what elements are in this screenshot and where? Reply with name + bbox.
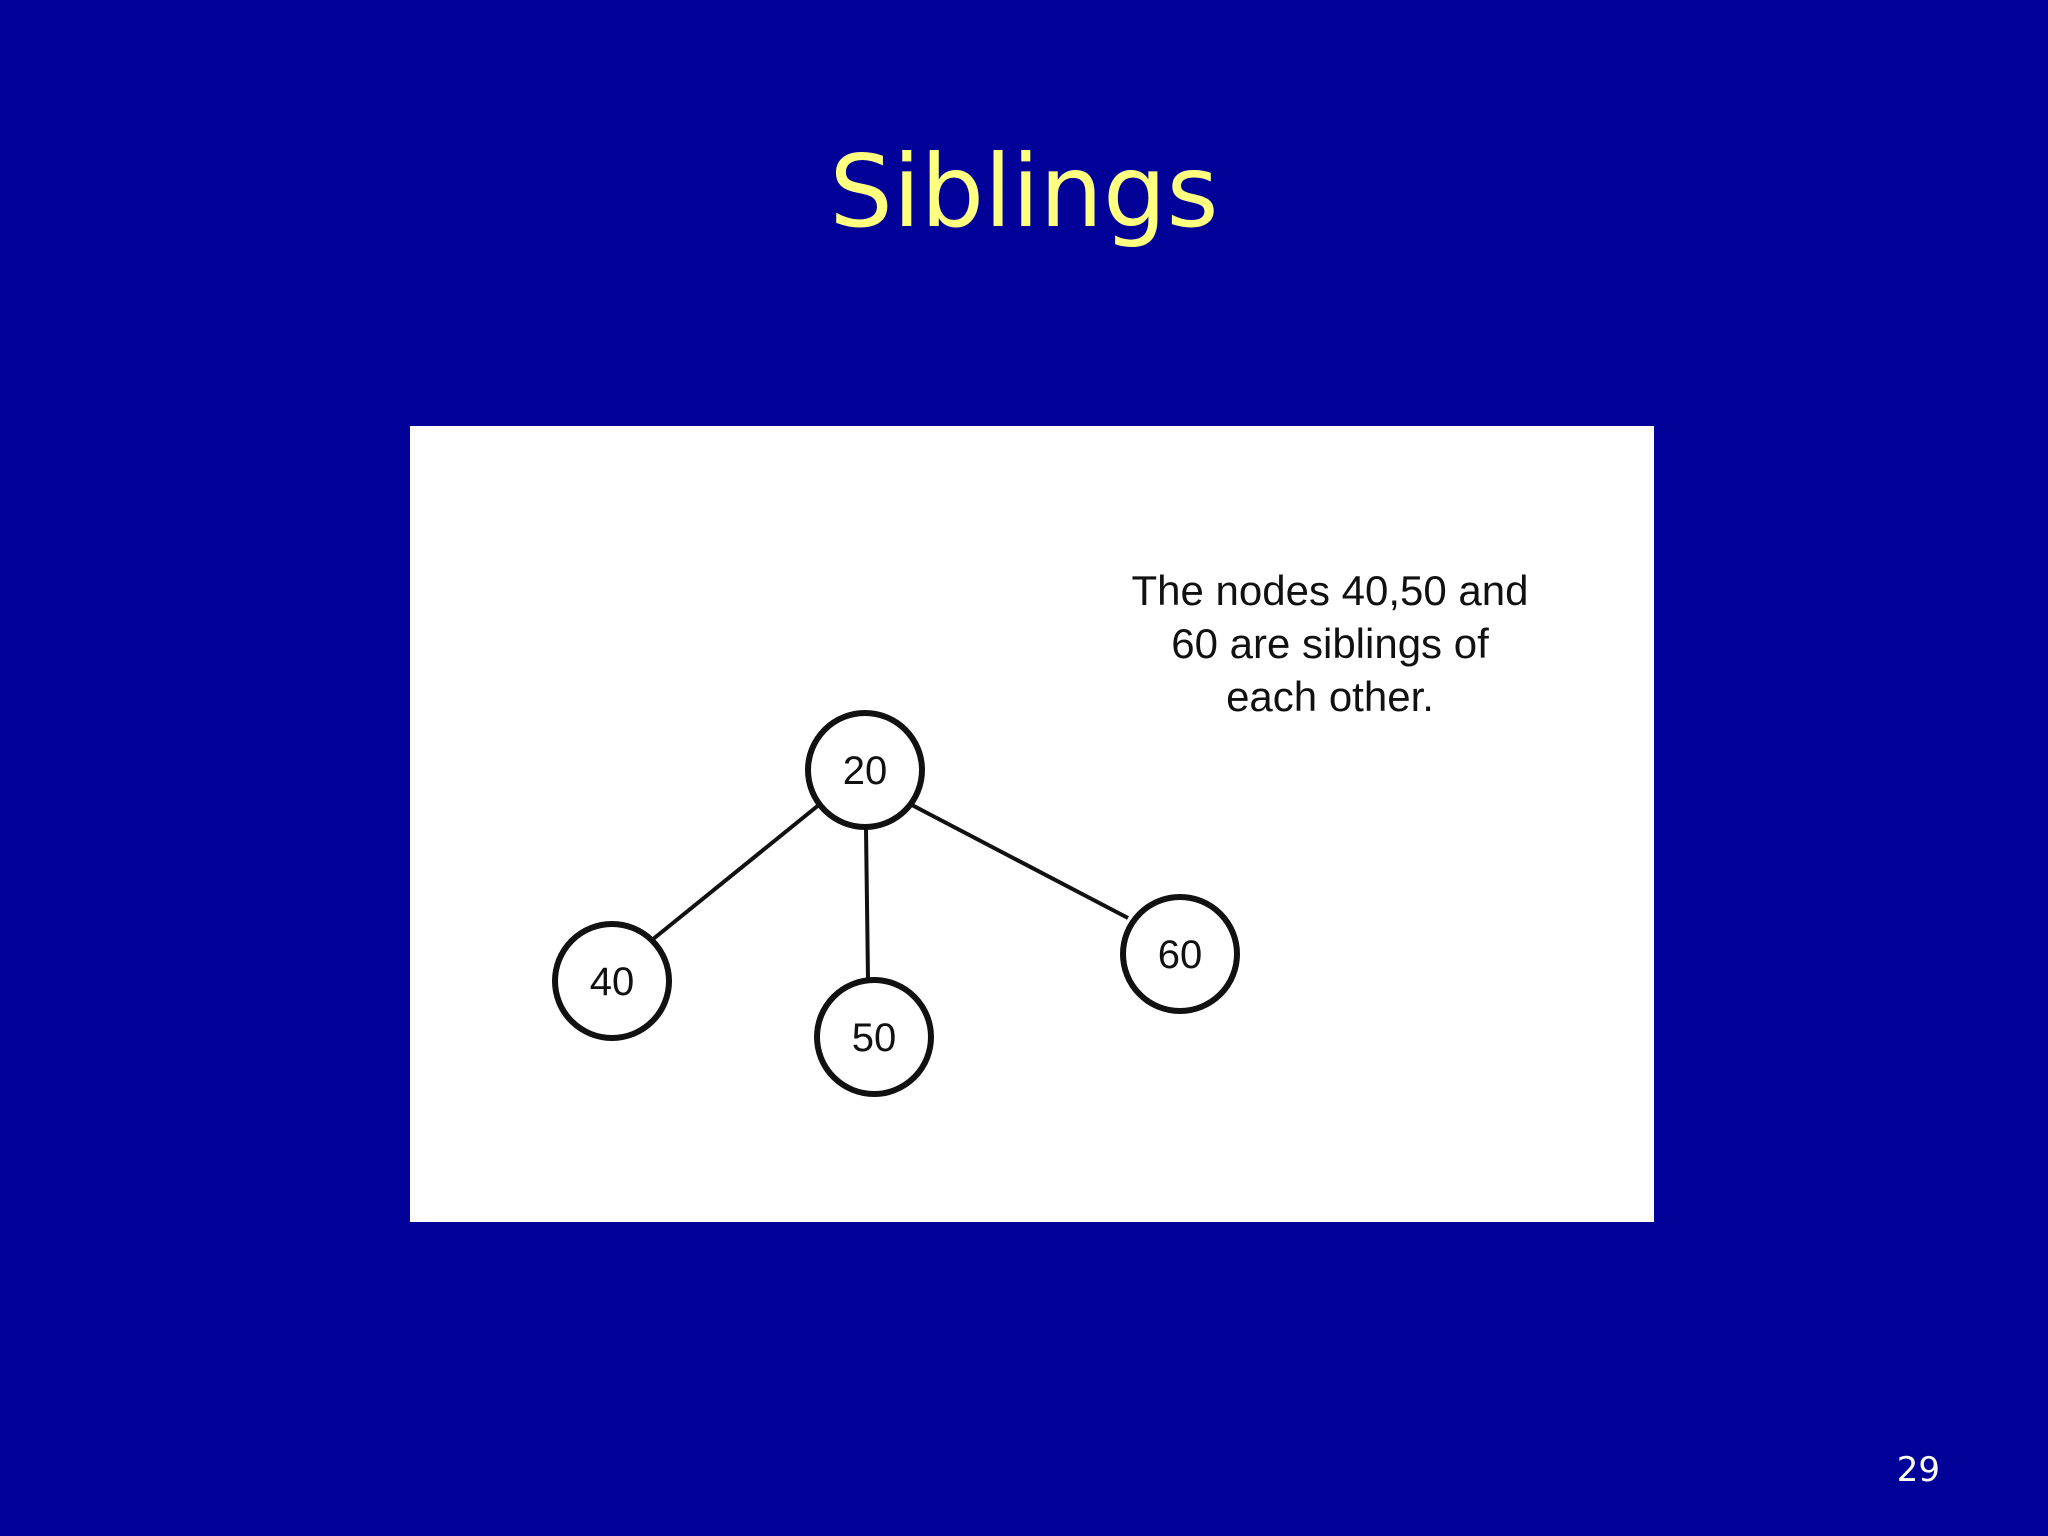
edge-20-50 <box>864 828 870 980</box>
node-label: 40 <box>590 960 635 1004</box>
node-label: 50 <box>852 1016 897 1060</box>
tree-diagram: 20 40 50 60 <box>552 710 1240 1097</box>
tree-node: 60 <box>1120 894 1240 1014</box>
node-label: 60 <box>1158 933 1203 977</box>
tree-node-root: 20 <box>805 710 925 830</box>
tree-figure: 20 40 50 60 The nodes 40,50 and 60 are s… <box>410 426 1654 1222</box>
node-label: 20 <box>843 749 888 793</box>
tree-node: 50 <box>814 977 934 1097</box>
caption-line: each other. <box>1226 673 1434 720</box>
tree-node: 40 <box>552 921 672 1041</box>
edge-20-60 <box>909 802 1129 920</box>
edge-20-40 <box>645 802 822 946</box>
page-number: 29 <box>1896 1450 1940 1490</box>
caption-line: The nodes 40,50 and <box>1131 567 1529 614</box>
slide-title: Siblings <box>829 133 1219 250</box>
caption-line: 60 are siblings of <box>1171 620 1489 667</box>
diagram-caption: The nodes 40,50 and 60 are siblings of e… <box>1070 564 1590 723</box>
